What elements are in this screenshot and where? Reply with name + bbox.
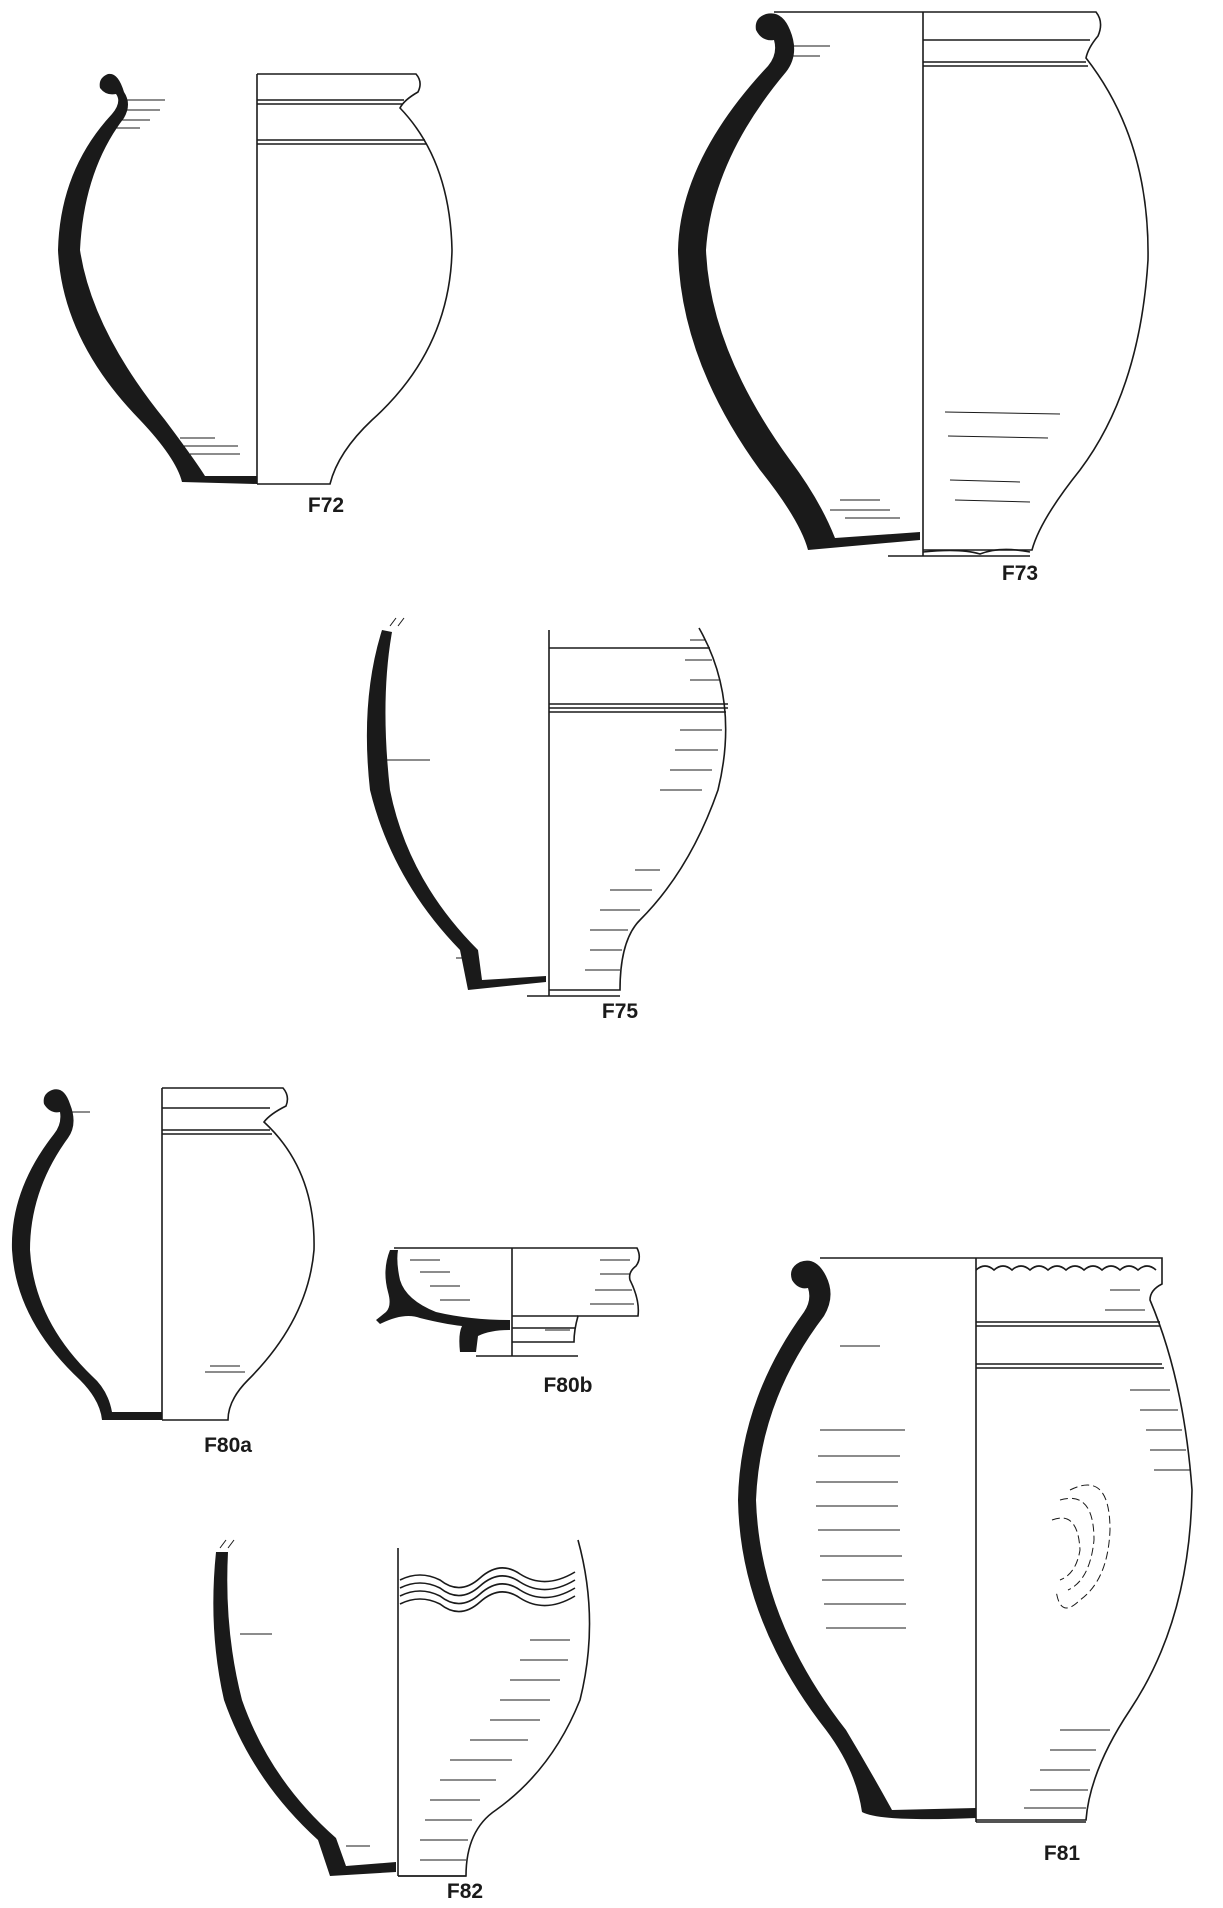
vessel-f80b [394, 1247, 641, 1357]
vessel-f80a [70, 1087, 315, 1421]
vessel-f72 [112, 73, 453, 485]
vessel-f81 [816, 1257, 1193, 1823]
vessel-f82 [219, 1539, 591, 1877]
vessel-f73 [774, 11, 1149, 557]
label-f75: F75 [602, 1000, 639, 1023]
section-f80b [376, 1250, 510, 1352]
section-f82 [213, 1552, 396, 1876]
label-f73: F73 [1002, 562, 1038, 585]
label-f81: F81 [1044, 1842, 1081, 1865]
label-f82: F82 [447, 1880, 483, 1903]
label-f72: F72 [308, 494, 344, 517]
section-f80a [11, 1089, 163, 1420]
section-f72 [58, 73, 257, 485]
section-f81 [738, 1260, 976, 1820]
label-f80a: F80a [204, 1434, 252, 1457]
label-f80b: F80b [543, 1374, 592, 1397]
section-f73 [678, 13, 920, 551]
section-f75 [366, 630, 546, 990]
vessel-f75 [380, 617, 728, 997]
